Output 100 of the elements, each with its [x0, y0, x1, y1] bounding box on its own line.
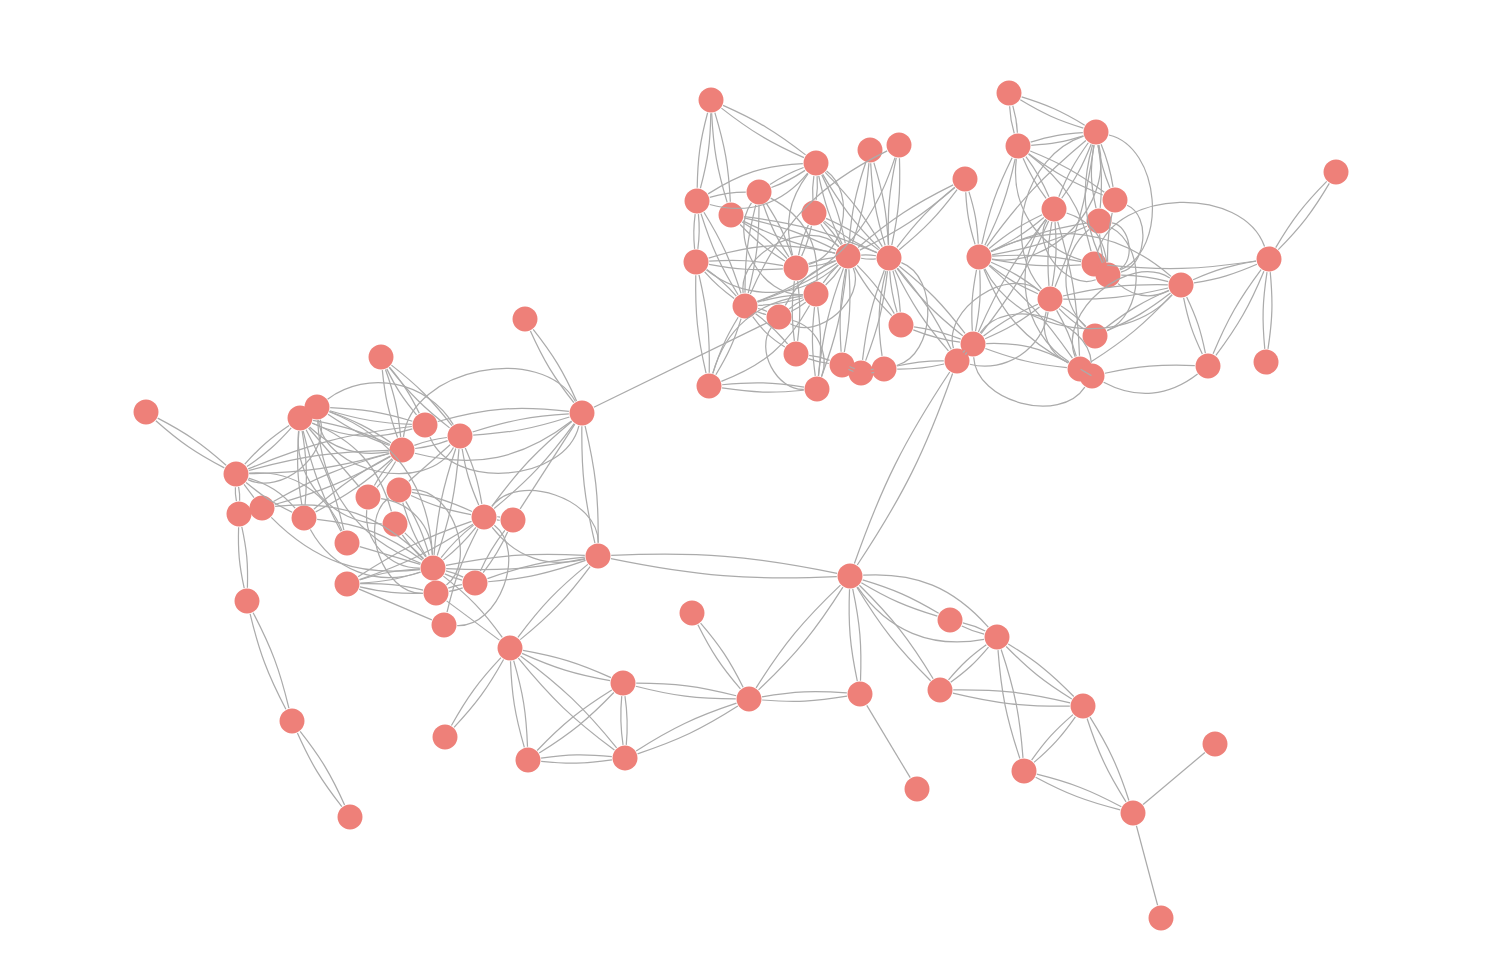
edge-line [789, 267, 856, 329]
edge-line [593, 322, 768, 408]
graph-node [886, 132, 912, 158]
edge-line [358, 588, 433, 621]
edge-line [852, 588, 862, 682]
edge-line [784, 260, 837, 306]
graph-node [355, 484, 381, 510]
edge-line [708, 245, 836, 259]
edge-line [248, 472, 343, 532]
graph-node [1005, 133, 1031, 159]
edge-line [870, 371, 875, 374]
edge-line [984, 268, 1173, 330]
edge-line [519, 423, 576, 510]
graph-node [368, 344, 394, 370]
edge-line [791, 280, 795, 342]
edge-line [402, 368, 577, 438]
edge-line [327, 382, 454, 426]
graph-node [783, 341, 809, 367]
edge-line [301, 430, 308, 506]
edge-line [1084, 144, 1104, 264]
edge-line [316, 518, 423, 561]
graph-node [848, 360, 874, 386]
edge-line [445, 553, 586, 567]
graph-node [612, 745, 638, 771]
edge-line [365, 509, 421, 569]
graph-node [249, 495, 275, 521]
edge-line [971, 269, 978, 332]
graph-node [1037, 286, 1063, 312]
graph-node [857, 137, 883, 163]
edge-line [770, 197, 818, 282]
edge-line [990, 233, 1172, 277]
graph-node [736, 686, 762, 712]
edge-line [1262, 271, 1268, 350]
graph-node [1041, 196, 1067, 222]
edge-line [817, 306, 822, 377]
edge-line [808, 354, 831, 361]
graph-node [569, 400, 595, 426]
edge-line [429, 425, 580, 474]
graph-node [447, 423, 473, 449]
graph-node [952, 166, 978, 192]
edge-line [891, 157, 901, 246]
edge-line [317, 419, 455, 475]
edge-line [444, 573, 463, 581]
graph-node [234, 588, 260, 614]
edge-line [1080, 368, 1093, 377]
graph-node [1120, 800, 1146, 826]
edge-line [743, 216, 878, 254]
graph-node [226, 501, 252, 527]
graph-node [382, 511, 408, 537]
edge-line [509, 660, 525, 748]
edge-line [1120, 274, 1169, 283]
edge-line [1097, 144, 1103, 209]
edge-line [973, 356, 1086, 407]
graph-node [766, 304, 792, 330]
edge-line [496, 516, 501, 518]
graph-node [1086, 208, 1112, 234]
edge-line [889, 270, 898, 313]
edge-line [811, 306, 816, 377]
edge-line [247, 419, 323, 484]
edge-line [1057, 221, 1081, 357]
edge-line [708, 259, 784, 267]
edge-line [896, 360, 945, 367]
graph-node [847, 681, 873, 707]
graph-node [944, 348, 970, 374]
graph-node [888, 312, 914, 338]
edge-line [720, 304, 811, 382]
edge-line [1104, 364, 1196, 374]
edge-line [862, 574, 989, 628]
graph-node [462, 570, 488, 596]
edge-line [848, 588, 858, 682]
graph-node [803, 281, 829, 307]
graph-node [960, 331, 986, 357]
graph-node [984, 624, 1010, 650]
edge-line [870, 368, 875, 371]
edge-line [1106, 260, 1257, 270]
graph-node [801, 200, 827, 226]
edge-line [496, 519, 501, 521]
graph-node [1148, 905, 1174, 931]
edge-line [414, 440, 449, 450]
edge-line [437, 407, 570, 423]
edge-line [308, 427, 360, 488]
edge-line [765, 327, 805, 391]
edge-line [843, 268, 851, 353]
edge-line [456, 524, 510, 627]
edge-line [991, 254, 1082, 263]
edge-line [308, 426, 390, 454]
graph-node [432, 724, 458, 750]
edge-line [991, 258, 1082, 267]
graph-node [423, 580, 449, 606]
edge-line [1042, 219, 1097, 283]
edge-line [414, 420, 573, 461]
edge-line [1024, 218, 1070, 363]
graph-node [304, 394, 330, 420]
graph-node [996, 80, 1022, 106]
edge-line [761, 691, 848, 698]
graph-node [334, 571, 360, 597]
edge-line [1009, 105, 1015, 134]
edge-line [624, 695, 629, 746]
graph-node [904, 776, 930, 802]
edge-line [742, 234, 840, 294]
